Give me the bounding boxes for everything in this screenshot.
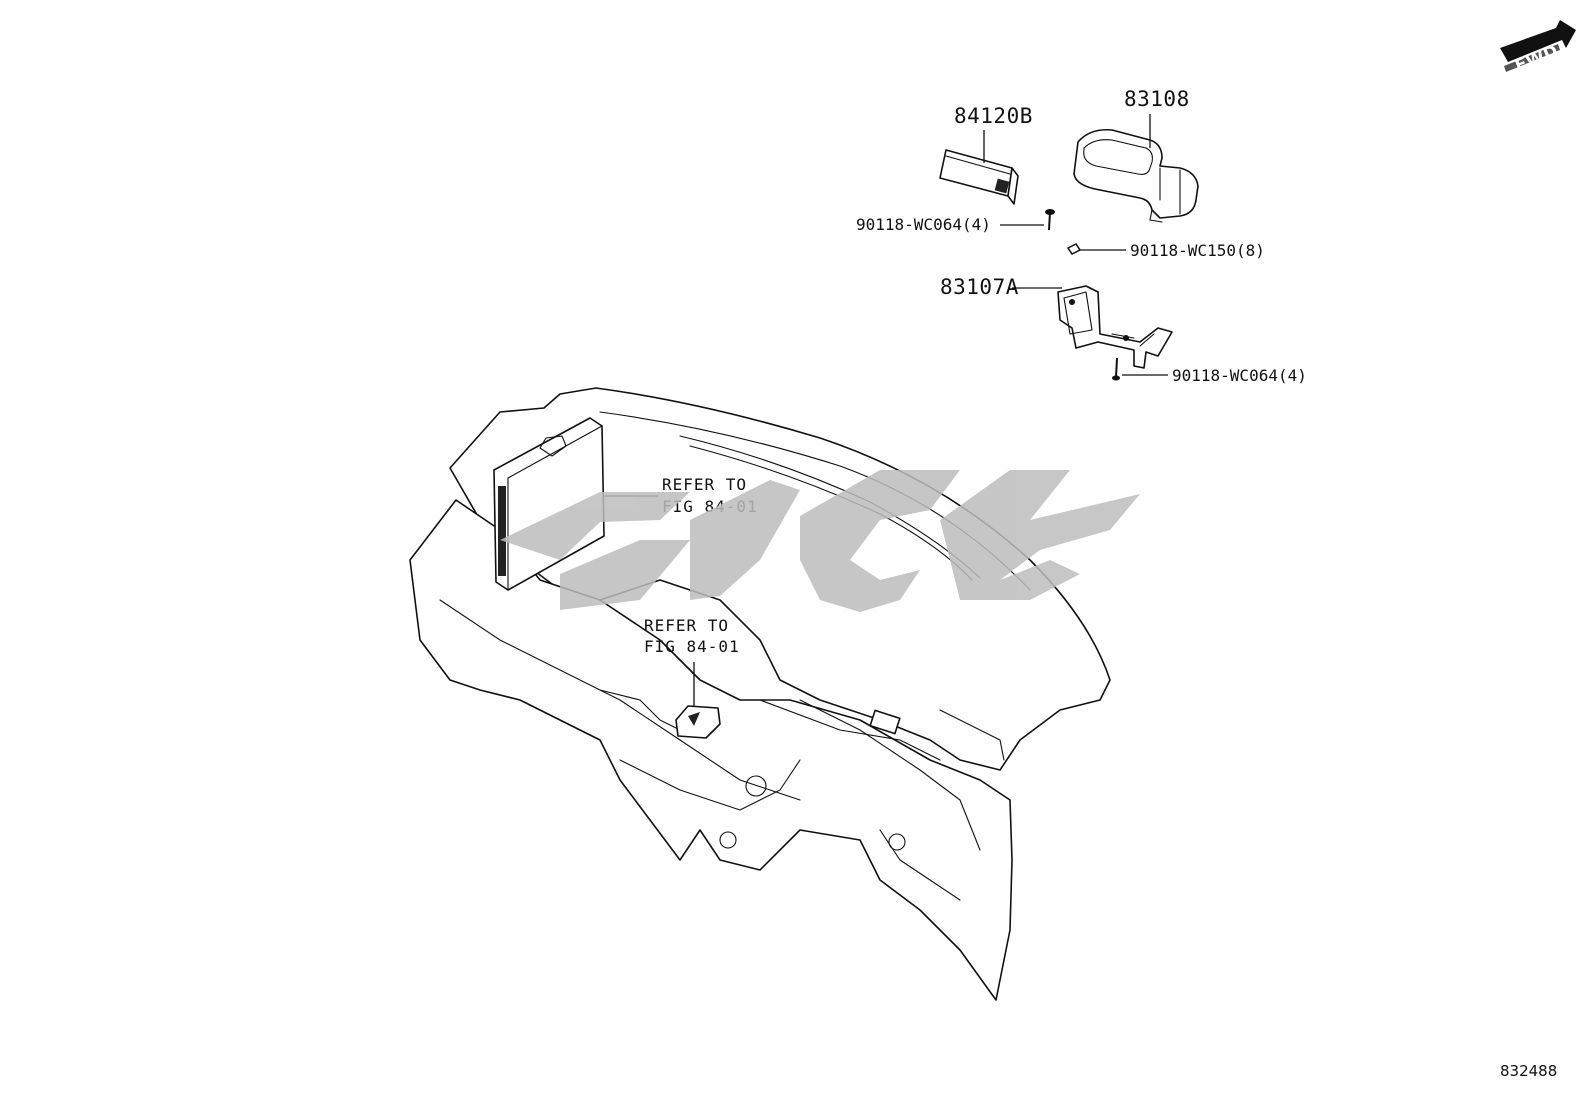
part-number-83108: 83108 (1124, 87, 1190, 111)
fastener-label-upper-screw: 90118-WC064(4) (856, 215, 991, 234)
part-83108-drawing (1073, 128, 1199, 223)
watermark (500, 470, 1140, 612)
part-number-83107A: 83107A (940, 275, 1019, 299)
screw-icon (1112, 357, 1120, 381)
figure-number: 832488 (1500, 1062, 1557, 1080)
part-84120B-drawing (939, 149, 1019, 205)
fwd-badge: FWD (1500, 20, 1576, 77)
fwd-arrow-icon (1500, 20, 1576, 72)
screw-icon (1045, 209, 1055, 231)
reference-line1: REFER TO (644, 616, 729, 635)
part-number-84120B: 84120B (954, 104, 1033, 128)
reference-line2: FIG 84-01 (644, 637, 740, 656)
clip-icon (1066, 243, 1082, 255)
fastener-label-lower-screw: 90118-WC064(4) (1172, 366, 1307, 385)
reference-line1: REFER TO (662, 475, 747, 494)
fastener-label-clip: 90118-WC150(8) (1130, 241, 1265, 260)
reference-callout-lower[interactable]: REFER TO FIG 84-01 (644, 616, 740, 706)
part-83107A-drawing (1057, 285, 1173, 369)
